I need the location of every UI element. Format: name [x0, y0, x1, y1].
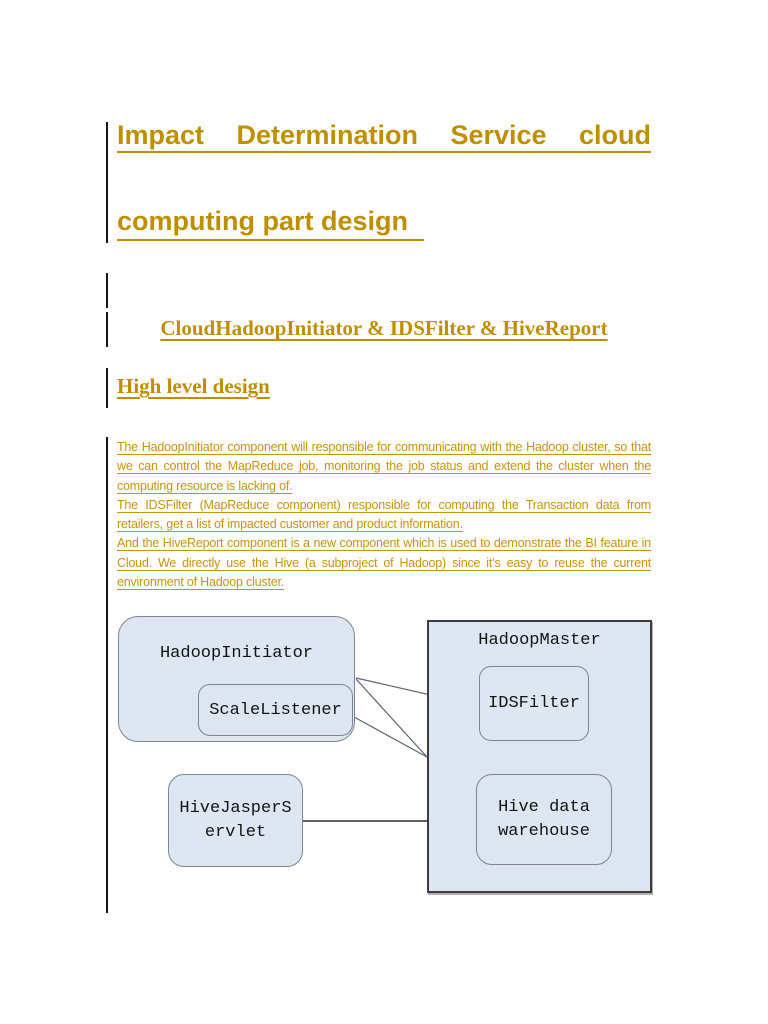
- change-bar: [106, 368, 108, 408]
- title-word: Service: [450, 120, 547, 150]
- node-label: Hive data warehouse: [498, 797, 590, 841]
- subtitle-heading: CloudHadoopInitiator & IDSFilter & HiveR…: [160, 316, 608, 340]
- title-word: Impact: [117, 120, 205, 150]
- change-bar: [106, 122, 108, 243]
- node-label: HiveJasperServlet: [179, 798, 292, 842]
- diagram-node-ids-filter: IDSFilter: [479, 666, 589, 741]
- node-label: HadoopMaster: [478, 631, 601, 650]
- title-word: cloud: [578, 120, 651, 150]
- diagram-node-hive-jasper-servlet: HiveJasperServlet: [168, 774, 303, 867]
- change-bar: [106, 437, 108, 913]
- body-paragraph: The IDSFilter (MapReduce component) resp…: [117, 497, 651, 532]
- node-label: ScaleListener: [209, 700, 342, 720]
- diagram-node-hive-data-warehouse: Hive data warehouse: [476, 774, 612, 865]
- document-title-line1: Impact Determination Service cloud: [117, 120, 651, 153]
- change-bar: [106, 312, 108, 347]
- change-bar: [106, 273, 108, 308]
- title-line2-text: computing part design: [117, 206, 425, 241]
- section-heading: High level design: [117, 374, 270, 398]
- node-label: HadoopInitiator: [159, 644, 314, 663]
- title-word: Determination: [236, 120, 418, 150]
- diagram-node-scale-listener: ScaleListener: [198, 684, 353, 736]
- document-title-line2: computing part design: [117, 206, 425, 241]
- edge-scale-listener-to-hadoop-master: [353, 716, 428, 758]
- edge-hadoop-initiator-to-hadoop-master: [355, 678, 428, 758]
- body-paragraph: And the HiveReport component is a new co…: [117, 536, 651, 590]
- body-text-block: The HadoopInitiator component will respo…: [117, 438, 651, 592]
- node-label: IDSFilter: [488, 694, 580, 713]
- body-paragraph: The HadoopInitiator component will respo…: [117, 440, 651, 493]
